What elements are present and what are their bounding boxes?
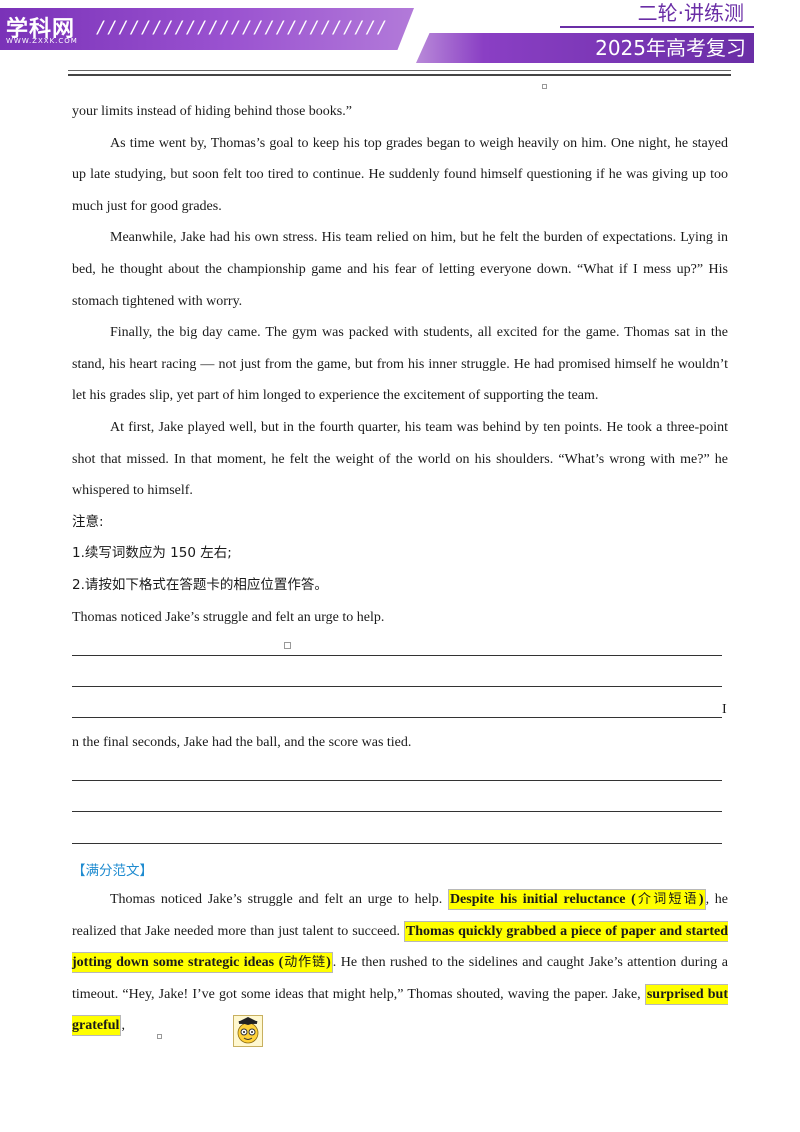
exam-banner: 2025年高考复习 [416,33,754,63]
passage-paragraph-2: Meanwhile, Jake had his own stress. His … [72,230,728,309]
anchor-mark [284,642,291,649]
anchor-mark [542,84,547,89]
sample-answer: Thomas noticed Jake’s struggle and felt … [72,884,728,1042]
sample-text: , he realized that Jake needed more than… [72,892,729,939]
sample-text: , [121,1018,125,1034]
writing-line[interactable] [72,655,722,656]
highlight-note: 动作链 [283,955,327,971]
story-passage: your limits instead of hiding behind tho… [72,96,728,633]
header-banner-left [0,8,414,50]
writing-line[interactable] [72,780,722,781]
passage-line-0: your limits instead of hiding behind tho… [72,104,352,119]
header-decoration: ////////////////////////// [96,18,389,38]
student-mascot-icon [233,1015,263,1047]
mascot-face-icon [237,1017,259,1044]
series-title: 二轮·讲练测 [637,1,744,25]
sample-answer-title: 【满分范文】 [72,863,153,879]
passage-paragraph-1: As time went by, Thomas’s goal to keep h… [72,135,728,214]
note-format: 2.请按如下格式在答题卡的相应位置作答。 [72,576,328,593]
highlight-phrase-1: Despite his initial reluctance (介词短语) [447,889,706,910]
notes-title: 注意: [72,513,104,530]
prompt-second-first-letter: I [722,702,727,717]
header-rule [68,70,731,76]
passage-paragraph-3: Finally, the big day came. The gym was p… [72,325,728,404]
sample-text: Thomas noticed Jake’s struggle and felt … [110,892,448,907]
prompt-first-paragraph: Thomas noticed Jake’s struggle and felt … [72,609,385,625]
anchor-mark [157,1034,162,1039]
passage-paragraph-4: At first, Jake played well, but in the f… [72,419,728,499]
prompt-second-paragraph: n the final seconds, Jake had the ball, … [72,735,412,750]
writing-line[interactable] [72,843,722,844]
header-divider [560,26,754,28]
writing-line[interactable] [72,717,722,718]
writing-line[interactable] [72,686,722,687]
site-logo-url: WWW.ZXXK.COM [6,37,78,45]
site-logo: 学科网 [6,17,76,42]
note-word-count: 1.续写词数应为 150 左右; [72,545,232,562]
page-header: 学科网 WWW.ZXXK.COM ///////////////////////… [0,0,800,70]
writing-line[interactable] [72,811,722,812]
sample-text: . He then rushed to the sidelines and ca… [72,955,728,1002]
highlight-note: 介词短语 [635,892,699,907]
exam-title: 2025年高考复习 [595,36,746,60]
